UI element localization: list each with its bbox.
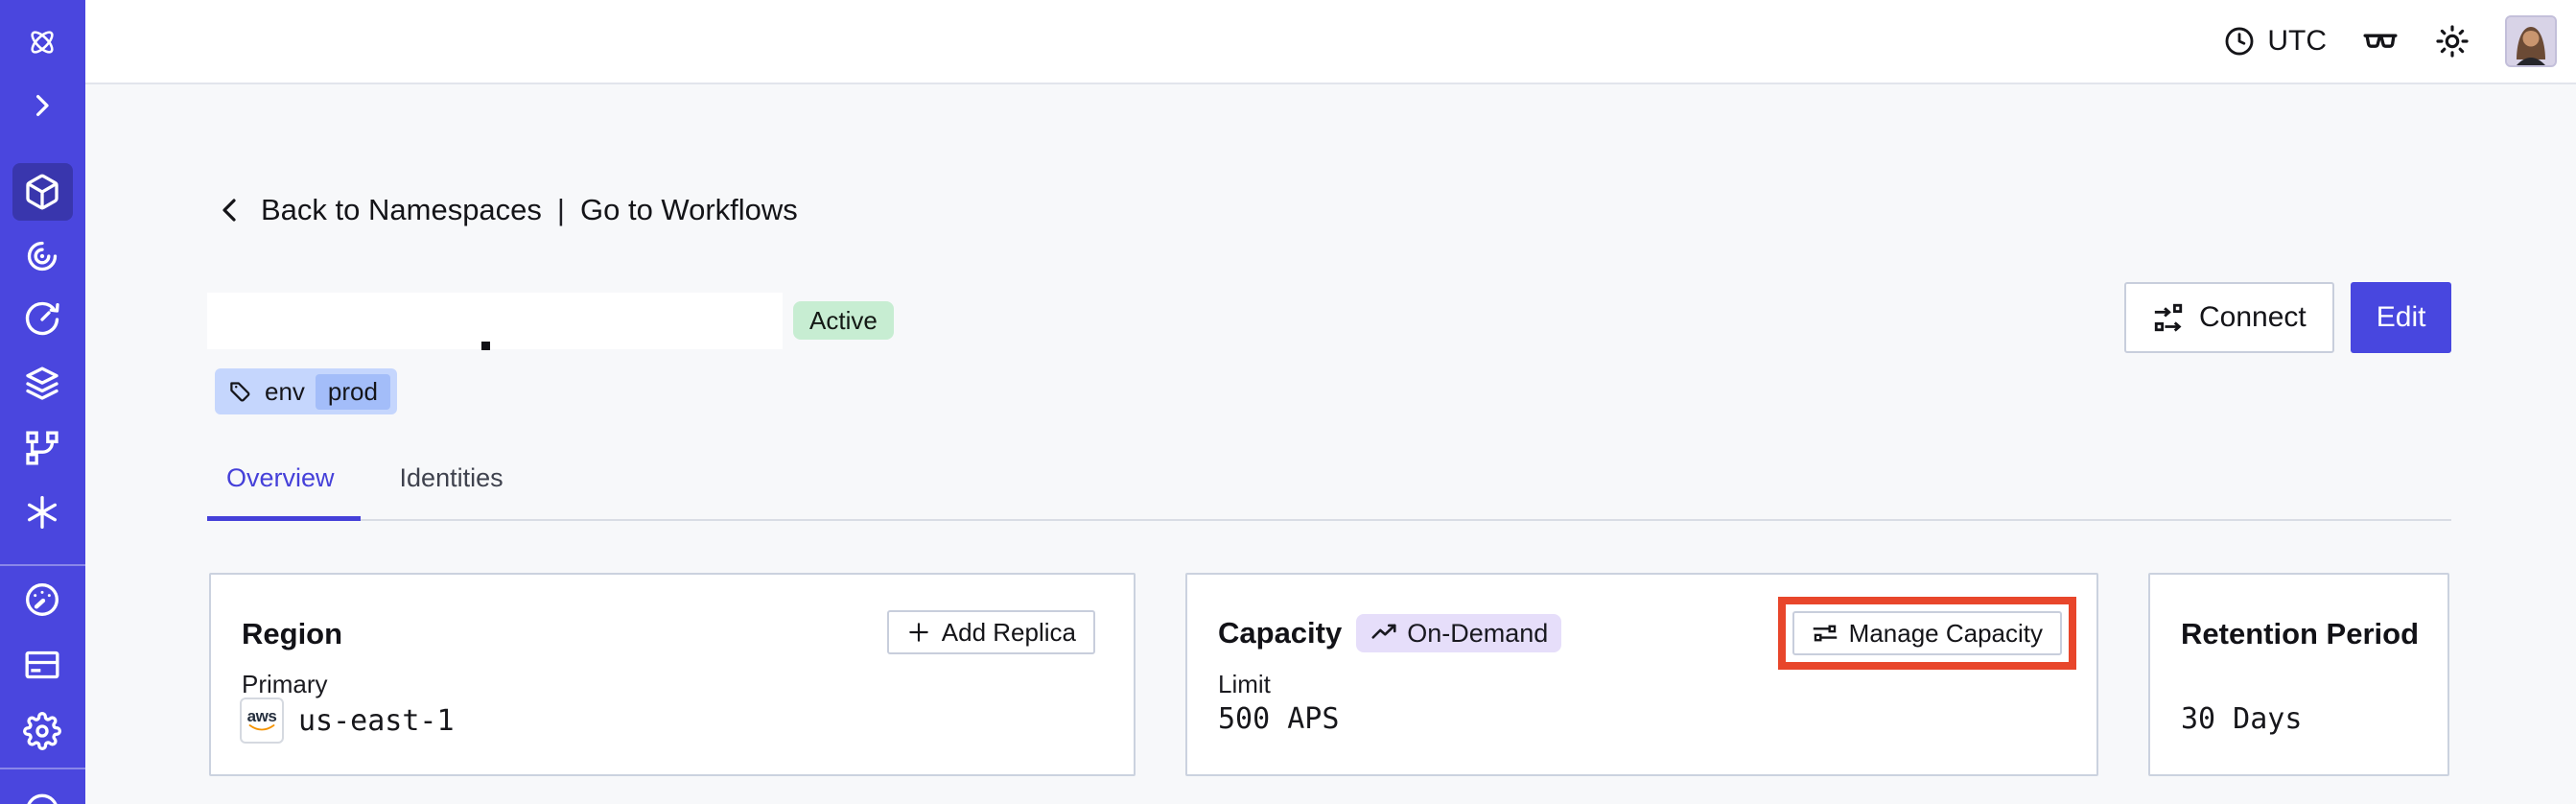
usage-gauge-icon — [26, 583, 59, 616]
schedules-clock-icon — [25, 301, 59, 336]
namespace-title-redacted — [207, 293, 783, 349]
tab-bar-divider — [207, 519, 2451, 521]
trend-up-icon — [1371, 624, 1396, 639]
aws-logo-icon: aws — [240, 698, 284, 744]
top-bar-controls: UTC — [2223, 0, 2557, 83]
temporal-logo-icon — [31, 31, 54, 54]
retention-card: Retention Period 30 Days — [2148, 573, 2449, 776]
top-bar: UTC — [85, 0, 2576, 84]
settings-gear-icon — [23, 712, 61, 750]
aws-logo-text: aws — [246, 706, 277, 725]
primary-label: Primary — [242, 670, 328, 698]
sliders-icon — [1813, 625, 1837, 642]
sidebar-item-namespaces[interactable] — [23, 173, 61, 211]
tab-bar: Overview Identities — [207, 463, 523, 493]
tag-value: prod — [315, 373, 390, 410]
tab-overview[interactable]: Overview — [226, 463, 335, 492]
sidebar-item-workflows[interactable] — [23, 237, 61, 275]
region-card: Region Add Replica Primary aws — [209, 573, 1136, 776]
header-actions: Connect Edit — [2124, 282, 2452, 353]
glasses-icon[interactable] — [2361, 22, 2400, 60]
breadcrumb-separator: | — [556, 193, 565, 226]
namespaces-cube-icon — [26, 174, 59, 210]
sidebar-item-schedules[interactable] — [23, 300, 61, 339]
add-replica-label: Add Replica — [941, 617, 1076, 647]
primary-region-value: aws us-east-1 — [240, 698, 455, 744]
sidebar-divider — [0, 564, 85, 566]
sidebar-item-nexus[interactable] — [23, 493, 61, 532]
sidebar-expand-toggle[interactable] — [28, 91, 57, 120]
tag-icon — [230, 381, 250, 402]
back-chevron-icon[interactable] — [215, 195, 246, 225]
side-nav — [0, 0, 85, 804]
connect-button-label: Connect — [2199, 301, 2307, 333]
aws-smile-arc — [248, 723, 275, 730]
on-demand-label: On-Demand — [1407, 618, 1549, 648]
sidebar-item-settings[interactable] — [23, 712, 61, 750]
batch-branch-icon — [26, 431, 59, 465]
overview-cards: Region Add Replica Primary aws — [209, 573, 2449, 776]
limit-label: Limit — [1218, 670, 1271, 698]
add-replica-button[interactable]: Add Replica — [886, 610, 1095, 654]
help-circle-icon — [27, 793, 58, 804]
sidebar-item-batch-operations[interactable] — [23, 429, 61, 467]
connect-icon — [2154, 303, 2183, 332]
deployments-layers-icon — [26, 367, 59, 400]
on-demand-badge: On-Demand — [1356, 614, 1562, 652]
tag-key: env — [265, 376, 305, 406]
sidebar-item-home[interactable] — [23, 25, 61, 59]
nexus-asterisk-icon — [28, 495, 57, 530]
plus-icon — [909, 623, 928, 642]
status-badge: Active — [793, 301, 894, 340]
sidebar-item-deployments[interactable] — [23, 365, 61, 403]
sidebar-item-usage[interactable] — [23, 580, 61, 619]
region-card-title: Region — [242, 617, 343, 650]
retention-card-title: Retention Period — [2181, 617, 2420, 650]
active-tab-underline — [207, 516, 361, 521]
sun-icon[interactable] — [2434, 23, 2471, 59]
namespace-title-remnant — [481, 342, 490, 350]
billing-card-icon — [25, 650, 59, 679]
workflows-spiral-icon — [27, 241, 58, 272]
clock-icon — [2223, 25, 2256, 58]
retention-value: 30 Days — [2181, 702, 2303, 736]
timezone-label: UTC — [2267, 25, 2327, 57]
expand-chevron-icon — [36, 95, 49, 116]
timezone-selector[interactable]: UTC — [2223, 25, 2327, 58]
region-value: us-east-1 — [298, 703, 455, 738]
namespace-tag-chip[interactable]: env prod — [215, 368, 397, 414]
manage-capacity-label: Manage Capacity — [1848, 618, 2043, 648]
connect-button[interactable]: Connect — [2124, 282, 2334, 353]
breadcrumb-workflows-link[interactable]: Go to Workflows — [579, 193, 798, 226]
breadcrumb-back-link[interactable]: Back to Namespaces — [261, 193, 542, 226]
capacity-limit-value: 500 APS — [1218, 702, 1340, 736]
sidebar-item-billing[interactable] — [23, 646, 61, 684]
capacity-card: Capacity On-Demand — [1185, 573, 2098, 776]
capacity-header: Capacity On-Demand — [1218, 614, 1562, 652]
capacity-card-title: Capacity — [1218, 616, 1343, 650]
edit-button[interactable]: Edit — [2350, 282, 2452, 353]
tab-identities[interactable]: Identities — [399, 463, 503, 492]
manage-capacity-button[interactable]: Manage Capacity — [1791, 611, 2062, 655]
sidebar-item-help[interactable] — [23, 785, 61, 804]
breadcrumb: Back to Namespaces | Go to Workflows — [215, 193, 798, 227]
sidebar-divider-bottom — [0, 768, 85, 769]
annotation-highlight-box: Manage Capacity — [1777, 597, 2076, 670]
user-avatar[interactable] — [2505, 15, 2557, 67]
